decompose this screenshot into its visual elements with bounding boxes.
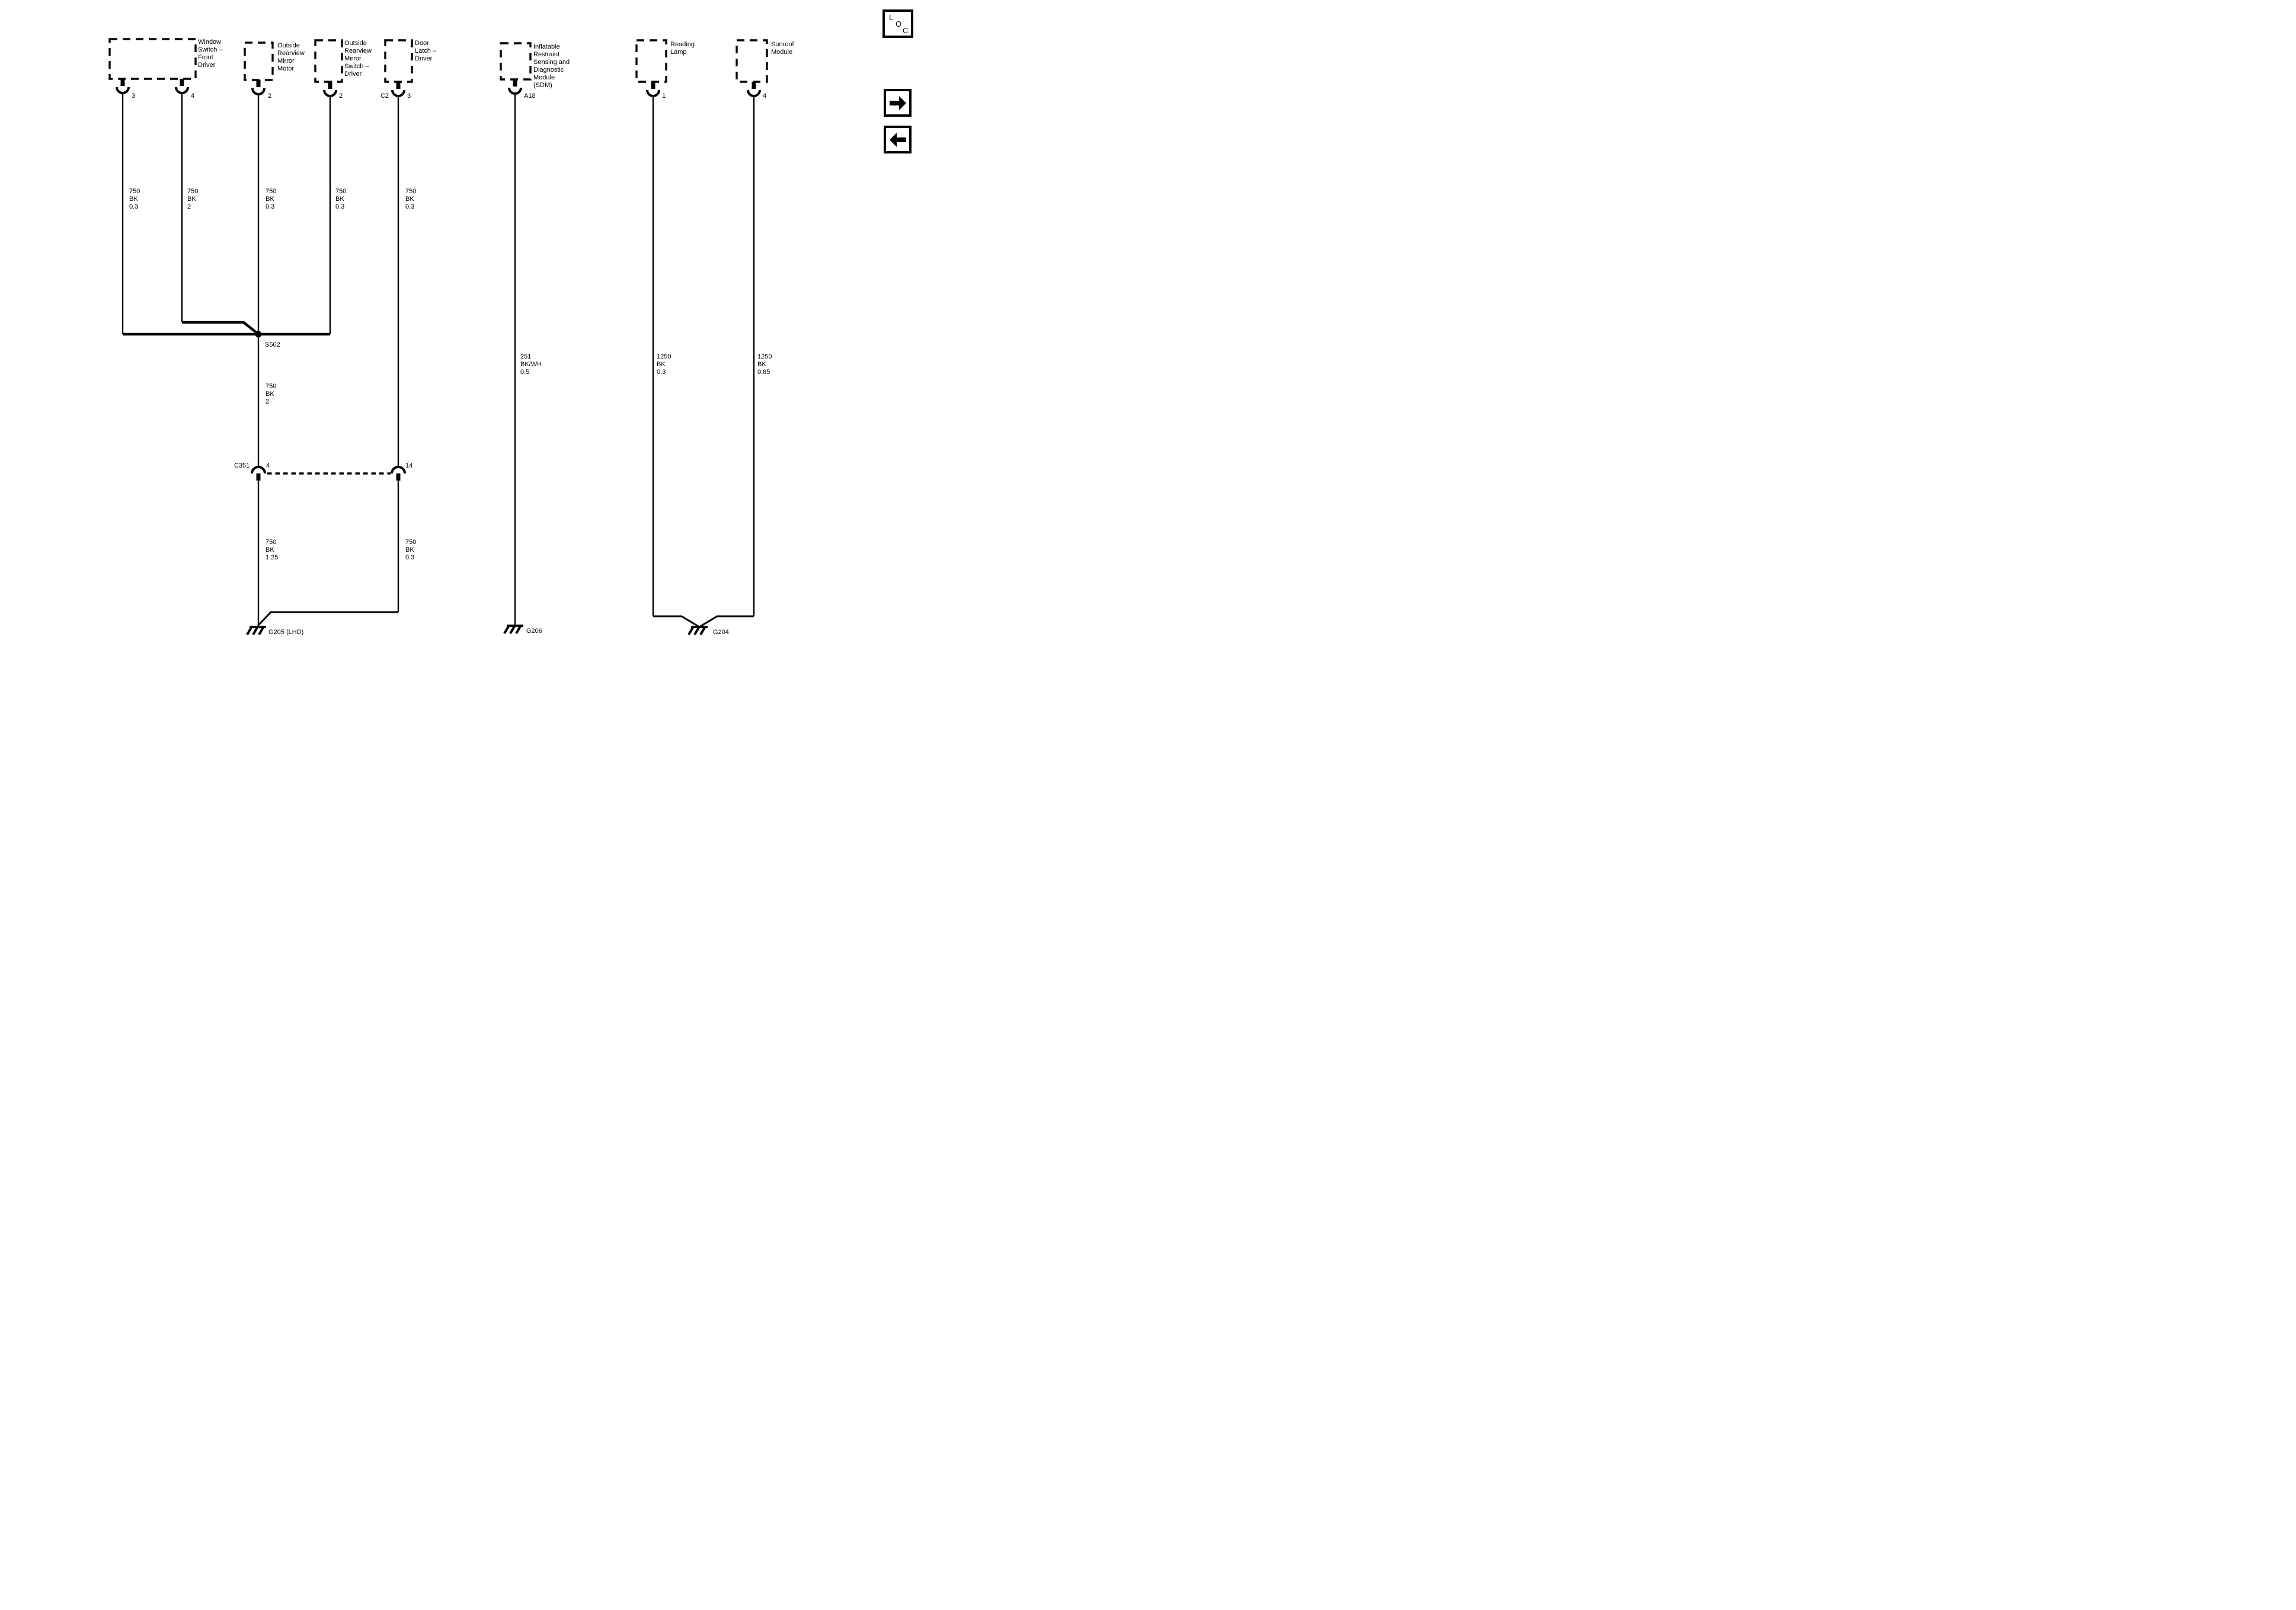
ground-label-g204: G204	[713, 629, 729, 636]
connector-pin-label-4: 4	[266, 462, 270, 469]
wire-label: 750 BK 0.3	[129, 188, 140, 210]
wire-label: 750 BK 1.25	[266, 539, 279, 561]
component-label-outside-rearview-mirror-switch-driver: Outside Rearview Mirror Switch – Driver	[344, 40, 372, 78]
pin-label-window-switch-3: 3	[132, 92, 136, 100]
component-box-inflatable-restraint-sdm	[500, 42, 532, 81]
wire-label: 750 BK 2	[187, 188, 199, 210]
wire-label: 251 BK/WH 0.5	[520, 353, 542, 376]
c351-pin14-arc	[391, 466, 406, 474]
pin-label-reading-lamp-1: 1	[662, 92, 666, 100]
wire-reading-lamp-bend-to-g204	[653, 615, 700, 628]
pin-label-sdm-a18: A18	[524, 92, 536, 100]
connector-label-c351: C351	[234, 462, 250, 469]
pin-label-window-switch-4: 4	[191, 92, 195, 100]
loc-letter-l: L	[889, 13, 894, 22]
ground-label-g205: G205 (LHD)	[268, 629, 304, 636]
arrow-left-icon	[889, 132, 906, 147]
loc-letter-o: O	[896, 20, 902, 28]
ground-symbol-g204	[687, 626, 708, 636]
arrow-right-icon	[889, 95, 906, 110]
next-page-button[interactable]	[884, 89, 912, 117]
component-box-door-latch-driver	[384, 39, 413, 83]
component-label-reading-lamp: Reading Lamp	[670, 41, 695, 56]
component-box-sunroof-module	[736, 39, 768, 83]
splice-dot-s502	[255, 331, 262, 338]
component-label-door-latch-driver: Door Latch – Driver	[415, 40, 437, 62]
wire-sunroof-bend-to-g204	[699, 615, 754, 628]
loc-letter-c: C	[903, 26, 909, 35]
wiring-diagram-page: Window Switch – Front Driver Outside Rea…	[0, 0, 919, 644]
pin-label-mirror-motor-2: 2	[268, 92, 272, 100]
wire-c351-14-bend-to-g205	[257, 611, 398, 627]
pin-label-door-latch-3: 3	[407, 92, 411, 100]
ground-label-g206: G206	[526, 628, 542, 635]
wire-label: 1250 BK 0.3	[657, 353, 671, 376]
loc-button[interactable]: L O C	[882, 9, 913, 38]
component-box-outside-rearview-mirror-motor	[244, 41, 274, 81]
connector-pin-label-14: 14	[405, 462, 413, 469]
c351-pin4-arc	[251, 466, 266, 474]
component-label-window-switch-front-driver: Window Switch – Front Driver	[198, 39, 223, 69]
wire-label: 750 BK 2	[266, 383, 277, 405]
wire-label: 750 BK 0.3	[405, 188, 417, 210]
wire-label: 750 BK 0.3	[405, 539, 417, 561]
connector-label-door-latch-c2: C2	[380, 92, 389, 100]
component-box-reading-lamp	[635, 39, 667, 83]
wiring-diagram-graphics	[108, 38, 768, 636]
splice-label-s502: S502	[265, 341, 280, 348]
wire-window-switch-pin4-bend	[182, 321, 260, 335]
pin-label-mirror-switch-2: 2	[339, 92, 343, 100]
wire-label: 750 BK 0.3	[335, 188, 347, 210]
component-label-sunroof-module: Sunroof Module	[771, 41, 794, 56]
ground-symbol-g206	[503, 625, 523, 635]
wire-label: 750 BK 0.3	[266, 188, 277, 210]
pin-label-sunroof-4: 4	[763, 92, 767, 100]
inline-connector-c351	[251, 466, 406, 481]
component-box-outside-rearview-mirror-switch-driver	[314, 39, 343, 83]
wires	[121, 93, 755, 628]
component-label-outside-rearview-mirror-motor: Outside Rearview Mirror Motor	[277, 42, 305, 72]
wire-label: 1250 BK 0.85	[757, 353, 772, 376]
component-label-inflatable-restraint-sdm: Inflatable Restraint Sensing and Diagnos…	[533, 43, 570, 89]
previous-page-button[interactable]	[884, 126, 912, 153]
component-box-window-switch-front-driver	[108, 38, 197, 80]
ground-symbol-g205	[246, 626, 266, 636]
